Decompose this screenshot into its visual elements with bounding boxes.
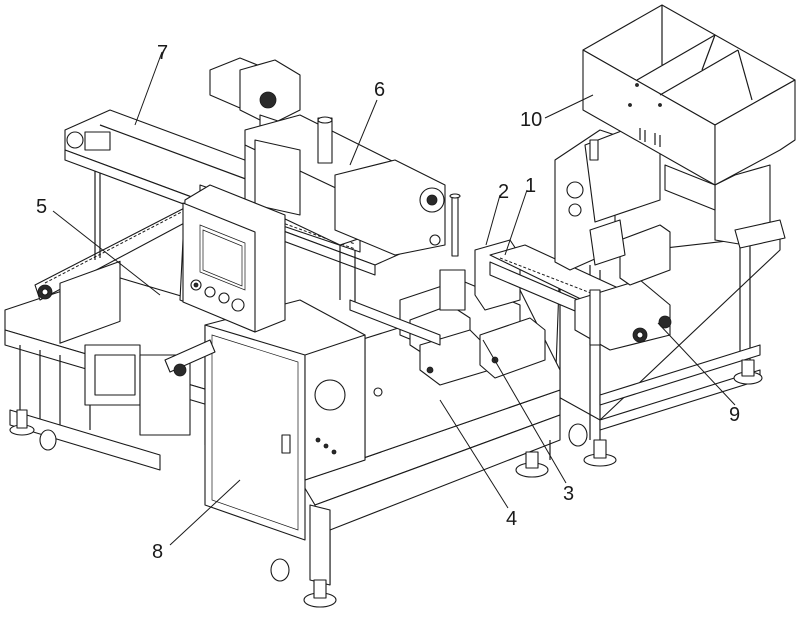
panel-button-4 (231, 298, 245, 312)
callout-4: 4 (506, 508, 517, 530)
callout-5: 5 (36, 196, 47, 218)
panel-button-3 (218, 292, 230, 304)
callout-3: 3 (563, 483, 574, 505)
right-conveyor (489, 244, 672, 351)
right-feeding-station (554, 119, 671, 286)
motor-drive-unit (209, 57, 446, 256)
callout-9: 9 (729, 404, 740, 426)
leader-5 (52, 210, 161, 296)
leader-7 (134, 51, 163, 126)
callout-labels: 1 2 3 4 5 6 7 8 9 10 (36, 42, 740, 563)
leader-4 (439, 399, 509, 509)
assembly-stations (349, 193, 546, 397)
callout-8: 8 (152, 541, 163, 563)
cabinet-port (314, 379, 346, 411)
callout-10: 10 (520, 109, 542, 131)
callout-1: 1 (525, 175, 536, 197)
touch-screen (199, 224, 246, 291)
left-conveyor (34, 158, 206, 344)
callout-7: 7 (157, 42, 168, 64)
hopper (582, 4, 796, 249)
leader-8 (169, 479, 241, 546)
leader-10 (544, 94, 594, 119)
callout-6: 6 (374, 79, 385, 101)
leader-2 (485, 194, 501, 246)
leader-lines (52, 51, 736, 546)
panel-button-2 (204, 286, 216, 298)
cabinet-handle (281, 434, 291, 454)
leader-6 (349, 99, 378, 166)
leader-3 (482, 339, 567, 484)
lower-left-conveyor (164, 339, 216, 377)
leader-9 (657, 322, 736, 406)
callout-2: 2 (498, 181, 509, 203)
electrical-cabinet (204, 299, 366, 541)
control-panel (179, 184, 286, 333)
leader-1 (504, 189, 528, 256)
